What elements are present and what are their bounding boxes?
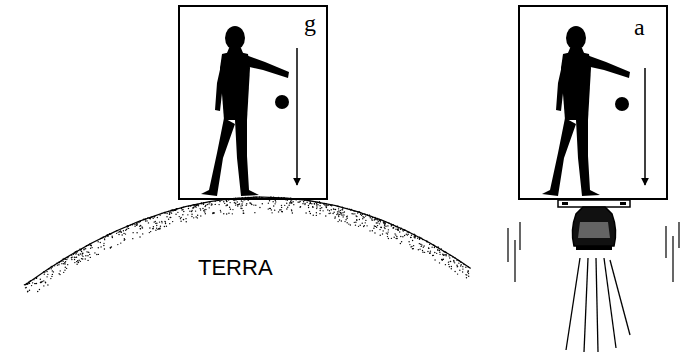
acceleration-arrow <box>644 68 646 185</box>
region-label: TERRA <box>198 257 273 279</box>
ball <box>275 95 289 109</box>
room-box: a <box>518 5 668 200</box>
earth-stipple <box>24 196 471 292</box>
text-holder: a <box>520 7 666 198</box>
rocket-engine <box>558 200 630 250</box>
man-figure <box>201 26 289 196</box>
man-figure <box>542 26 630 196</box>
earth-surface <box>25 197 470 285</box>
text-holder: g <box>180 7 326 198</box>
room-box: g <box>178 5 328 200</box>
motion-lines <box>508 222 679 282</box>
ball <box>615 97 629 111</box>
vector-symbol: g <box>304 11 316 35</box>
vector-symbol: a <box>634 15 645 39</box>
gravity-arrow <box>296 48 298 185</box>
text-holder: TERRA <box>0 185 500 355</box>
earth-region: TERRA <box>0 185 500 355</box>
exhaust-lines <box>566 258 630 352</box>
